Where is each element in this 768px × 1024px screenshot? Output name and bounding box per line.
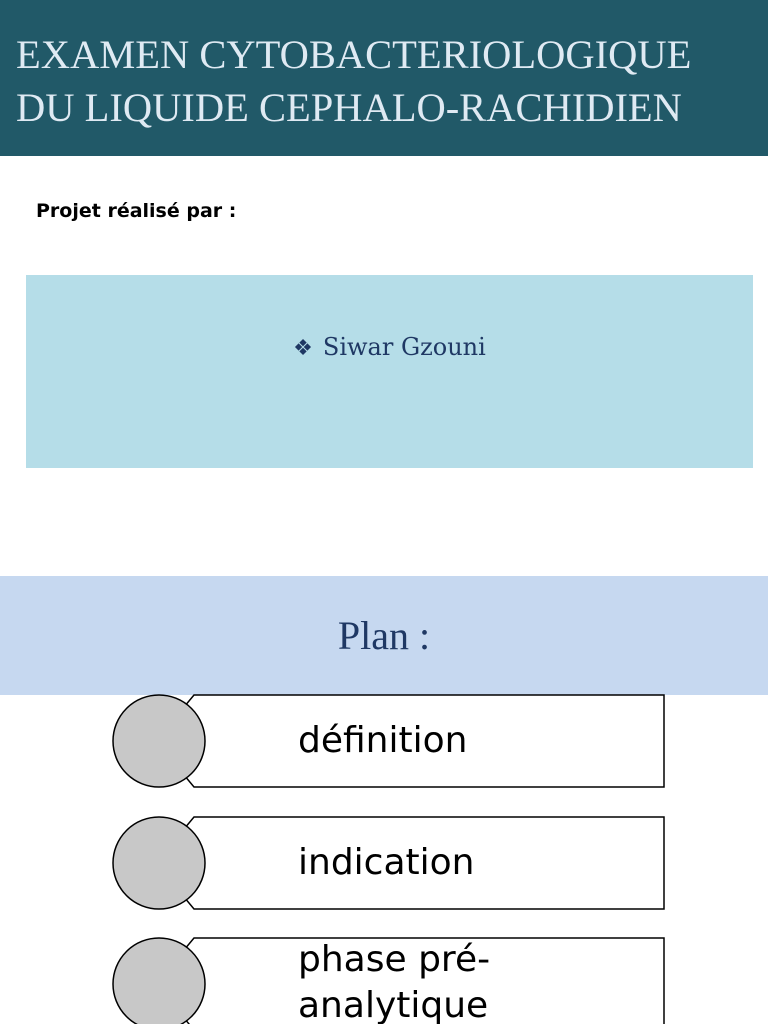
plan-item-shape [112, 937, 665, 1024]
plan-circle-icon [112, 694, 206, 788]
diamond-bullet-icon: ❖ [293, 336, 313, 361]
plan-item-definition: définition [112, 693, 666, 789]
plan-item-indication: indication [112, 815, 666, 911]
author-label: Projet réalisé par : [36, 200, 237, 222]
title-line-2: DU LIQUIDE CEPHALO-RACHIDIEN [16, 85, 682, 130]
plan-item-shape [112, 694, 665, 788]
author-list-item: ❖ Siwar Gzouni [26, 333, 753, 361]
author-name: Siwar Gzouni [322, 333, 486, 361]
plan-item-label-line-1: phase pré- [298, 939, 491, 980]
plan-item-label: définition [298, 720, 468, 761]
plan-item-shape [112, 816, 665, 910]
title-line-1: EXAMEN CYTOBACTERIOLOGIQUE [16, 32, 692, 77]
plan-item-label-line-2: analytique [298, 985, 489, 1024]
title-banner: EXAMEN CYTOBACTERIOLOGIQUE DU LIQUIDE CE… [0, 0, 768, 156]
plan-circle-icon [112, 816, 206, 910]
plan-circle-icon [112, 937, 206, 1024]
plan-title: Plan : [337, 613, 431, 658]
plan-item-phase-pre-analytique: phase pré- analytique [112, 936, 666, 1024]
plan-item-label: indication [298, 842, 475, 883]
author-box: ❖ Siwar Gzouni [26, 275, 753, 468]
plan-band [0, 576, 768, 695]
